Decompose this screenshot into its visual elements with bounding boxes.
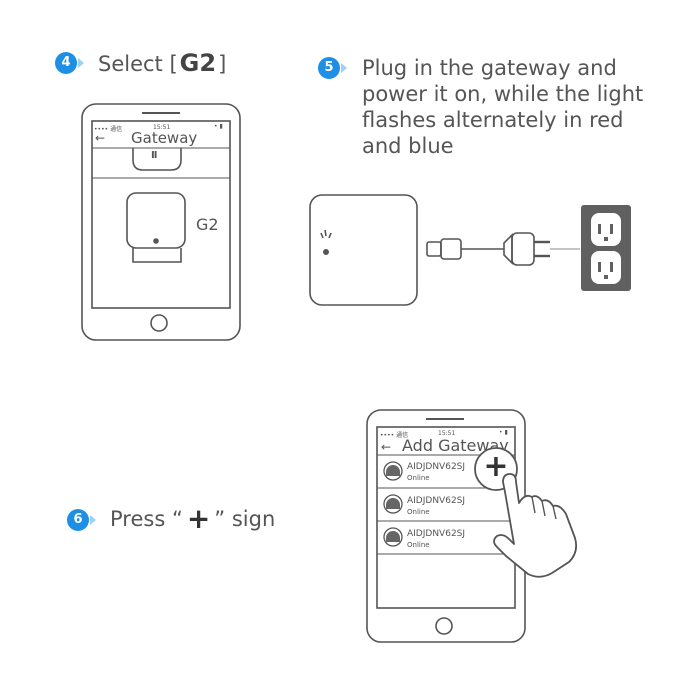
outlet-ground <box>604 275 608 279</box>
plug-head <box>512 233 534 265</box>
gateway-light-ray-2 <box>325 230 326 236</box>
pause-icon: II <box>151 150 156 161</box>
device-icon <box>384 462 402 480</box>
gateway-light-ray-1 <box>321 233 323 238</box>
phone-1-gateway-led <box>154 239 158 243</box>
device-id: AIDJDNV62SJ <box>407 529 465 539</box>
device-status: Online <box>407 508 430 516</box>
outlet-slot <box>598 224 601 234</box>
phone-2-battery: • ▮ <box>499 429 508 436</box>
device-icon <box>384 495 402 513</box>
phone-1-gateway-base <box>133 248 181 262</box>
device-id: AIDJDNV62SJ <box>407 462 465 472</box>
device-status: Online <box>407 541 430 549</box>
phone-1-home-button <box>151 315 167 331</box>
usb-connector-body <box>441 239 461 259</box>
plug-neck <box>504 235 512 263</box>
device-status: Online <box>407 474 430 482</box>
phone-1-gateway-peek <box>133 148 181 170</box>
phone-1-back-arrow-icon[interactable]: ← <box>95 131 105 145</box>
phone-2-home-button <box>436 618 452 634</box>
wall-outlet <box>581 205 631 291</box>
outlet-socket-top <box>591 213 621 246</box>
phone-1-battery: • ▮ <box>214 123 223 130</box>
phone-2-back-arrow-icon[interactable]: ← <box>381 440 391 454</box>
outlet-ground <box>604 237 608 241</box>
gateway-scene <box>310 195 580 305</box>
phone-1-device-label: G2 <box>196 215 219 234</box>
outlet-slot <box>598 262 601 272</box>
phone-1-title: Gateway <box>131 129 197 147</box>
gateway-led <box>324 250 328 254</box>
device-icon <box>384 528 402 546</box>
outlet-slot <box>610 224 613 234</box>
outlet-slot <box>610 262 613 272</box>
add-plus-icon[interactable]: + <box>482 448 510 486</box>
usb-connector-tip <box>427 242 441 256</box>
device-id: AIDJDNV62SJ <box>407 496 465 506</box>
outlet-socket-bottom <box>591 251 621 284</box>
gateway-light-ray-3 <box>329 233 331 238</box>
